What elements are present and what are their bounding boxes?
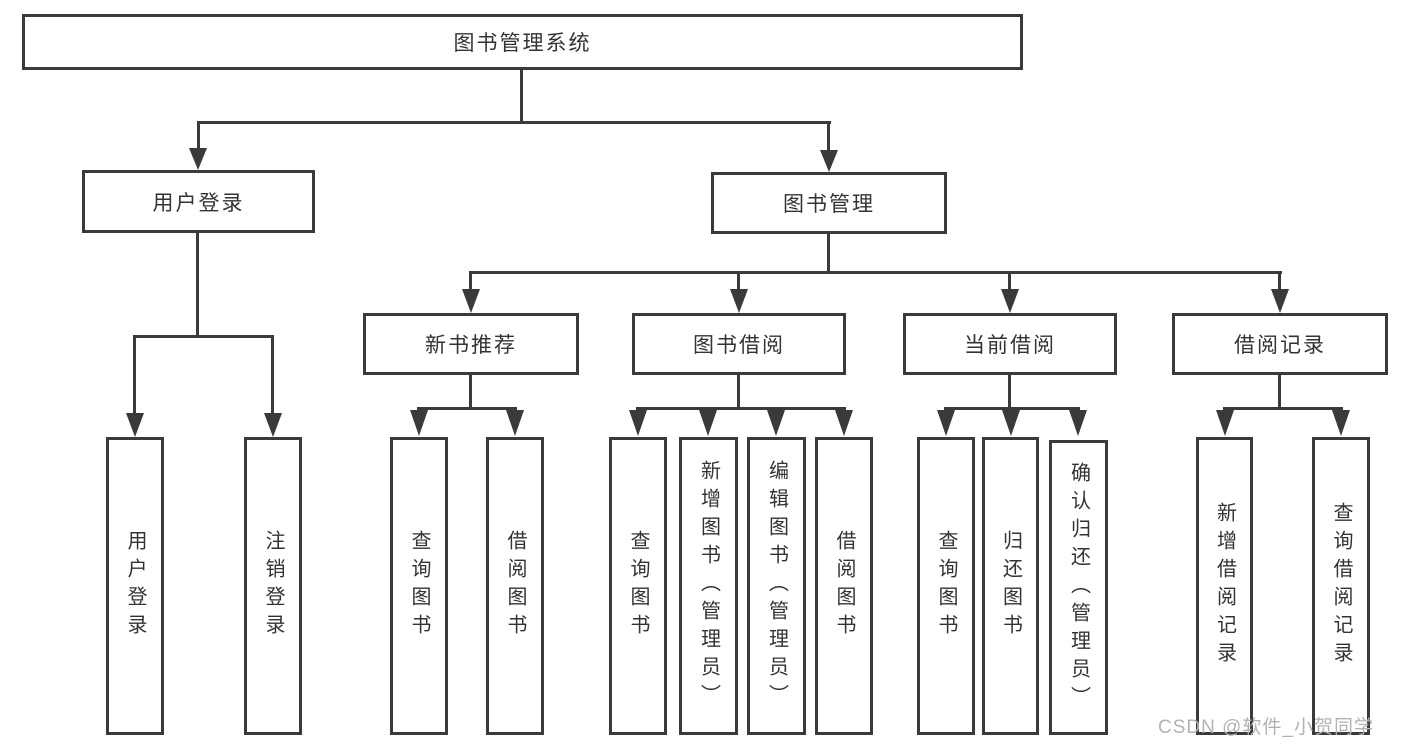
csdn-watermark: CSDN @软件_小贺同学 [1158, 717, 1374, 738]
leaf-borrow-edit-books-admin-label: 编辑图书（管理员） [765, 460, 788, 712]
leaf-records-add-record: 新增借阅记录 [1196, 437, 1253, 735]
leaf-current-return-books: 归还图书 [982, 437, 1039, 735]
leaf-logout-label: 注销登录 [262, 530, 284, 642]
leaf-current-confirm-return-admin-label: 确认归还（管理员） [1067, 461, 1090, 714]
arrow-to-recommend [462, 289, 480, 313]
connector-drop-borrow [737, 272, 740, 290]
leaf-borrow-add-books-admin-label: 新增图书（管理员） [697, 460, 720, 712]
leaf-current-return-books-label: 归还图书 [999, 530, 1022, 642]
node-user-login: 用户登录 [82, 170, 315, 233]
arrow-records-query [1332, 410, 1350, 436]
node-book-management-label: 图书管理 [783, 193, 875, 216]
connector-book-mgmt-stem [827, 234, 830, 273]
connector-root-bar [197, 121, 831, 124]
node-current-borrow-label: 当前借阅 [964, 334, 1056, 357]
node-new-book-recommend-label: 新书推荐 [425, 334, 517, 357]
leaf-borrow-query-books-label: 查询图书 [627, 530, 649, 642]
leaf-borrow-edit-books-admin: 编辑图书（管理员） [747, 437, 806, 735]
leaf-borrow-lend-books: 借阅图书 [815, 437, 873, 735]
connector-drop-leaf-login [133, 336, 136, 413]
node-root-label: 图书管理系统 [453, 32, 592, 55]
node-book-borrow: 图书借阅 [632, 313, 846, 375]
arrow-borrow-query [629, 410, 647, 436]
connector-drop-current [1008, 272, 1011, 290]
connector-records-bar [1223, 407, 1343, 410]
arrow-records-add [1216, 410, 1234, 436]
connector-recommend-stem [469, 375, 472, 409]
arrow-to-book-mgmt [820, 150, 838, 172]
connector-user-login-stem [196, 233, 199, 337]
leaf-borrow-query-books: 查询图书 [609, 437, 667, 735]
arrow-current-return [1002, 410, 1020, 436]
leaf-recommend-borrow-books: 借阅图书 [486, 437, 544, 735]
connector-recommend-bar [417, 407, 517, 410]
arrow-recommend-query [410, 410, 428, 436]
connector-borrow-stem [737, 375, 740, 409]
arrow-current-confirm [1069, 410, 1087, 436]
node-current-borrow: 当前借阅 [903, 313, 1117, 375]
leaf-current-query-books: 查询图书 [917, 437, 975, 735]
connector-borrow-bar [636, 407, 846, 410]
leaf-user-login: 用户登录 [106, 437, 164, 735]
node-borrow-records-label: 借阅记录 [1234, 334, 1326, 357]
leaf-current-confirm-return-admin: 确认归还（管理员） [1049, 440, 1108, 735]
connector-drop-records [1278, 272, 1281, 290]
arrow-borrow-lend [835, 410, 853, 436]
leaf-recommend-borrow-books-label: 借阅图书 [504, 530, 526, 642]
connector-current-stem [1008, 375, 1011, 409]
arrow-to-leaf-login [126, 413, 144, 437]
node-new-book-recommend: 新书推荐 [363, 313, 579, 375]
connector-drop-book-mgmt [827, 122, 830, 150]
arrow-to-leaf-logout [264, 413, 282, 437]
arrow-borrow-edit [767, 410, 785, 436]
arrow-to-records [1271, 289, 1289, 313]
leaf-user-login-label: 用户登录 [124, 530, 146, 642]
node-book-management: 图书管理 [711, 172, 947, 234]
arrow-current-query [937, 410, 955, 436]
connector-drop-leaf-logout [271, 336, 274, 413]
leaf-borrow-add-books-admin: 新增图书（管理员） [679, 437, 738, 735]
leaf-records-query-record-label: 查询借阅记录 [1330, 502, 1352, 670]
connector-user-login-bar [133, 335, 274, 338]
arrow-recommend-borrow [506, 410, 524, 436]
node-book-borrow-label: 图书借阅 [693, 334, 785, 357]
arrow-to-user-login [189, 148, 207, 170]
arrow-borrow-add [699, 410, 717, 436]
connector-current-bar [944, 407, 1080, 410]
node-user-login-label: 用户登录 [152, 191, 245, 215]
leaf-current-query-books-label: 查询图书 [935, 530, 957, 642]
connector-book-mgmt-bar [469, 271, 1282, 274]
connector-records-stem [1278, 375, 1281, 409]
leaf-logout: 注销登录 [244, 437, 302, 735]
node-borrow-records: 借阅记录 [1172, 313, 1388, 375]
arrow-to-current [1001, 289, 1019, 313]
leaf-records-query-record: 查询借阅记录 [1312, 437, 1370, 735]
leaf-records-add-record-label: 新增借阅记录 [1213, 502, 1236, 670]
leaf-recommend-query-books-label: 查询图书 [408, 530, 430, 642]
connector-drop-user-login [197, 122, 200, 150]
connector-root-stem [520, 70, 523, 122]
node-root: 图书管理系统 [22, 14, 1023, 70]
leaf-recommend-query-books: 查询图书 [390, 437, 448, 735]
leaf-borrow-lend-books-label: 借阅图书 [833, 530, 855, 642]
connector-drop-recommend [469, 272, 472, 290]
arrow-to-borrow [730, 289, 748, 313]
